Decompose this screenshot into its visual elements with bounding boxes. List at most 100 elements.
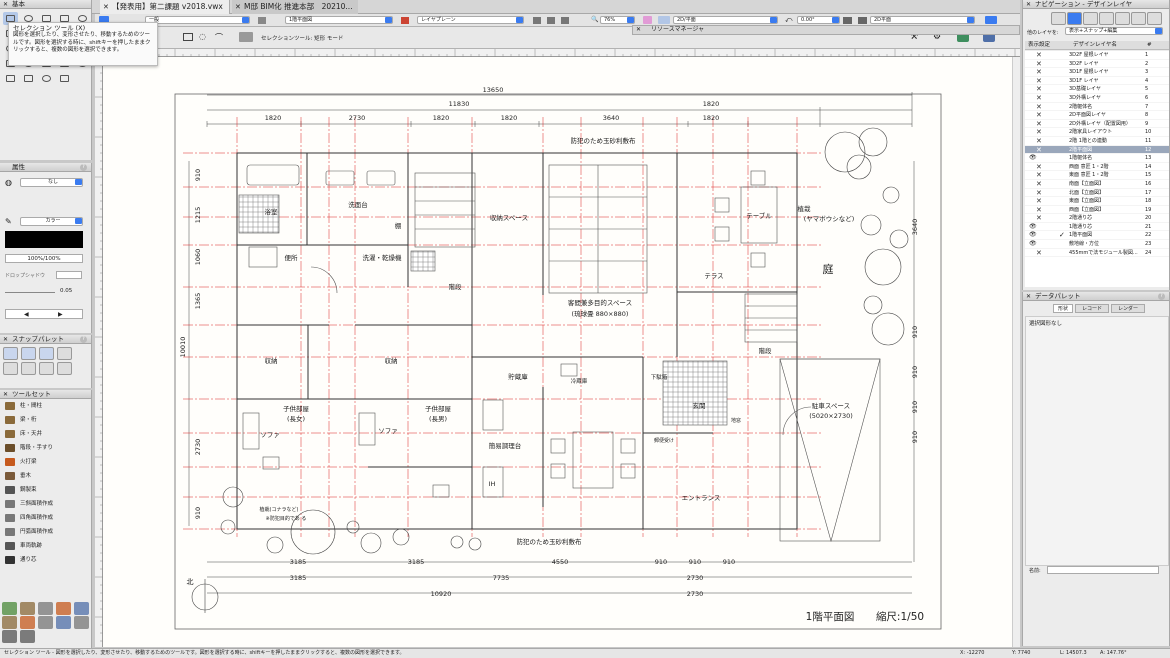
other-layers-select[interactable]: 表示+スナップ+編集	[1065, 27, 1163, 35]
tool-item[interactable]: 柱・間柱	[0, 399, 91, 413]
name-field[interactable]	[1047, 566, 1159, 574]
visible-icon[interactable]: 👁	[1029, 240, 1037, 248]
toolset-category-icon[interactable]	[20, 616, 35, 629]
tool-item[interactable]: 垂木	[0, 469, 91, 483]
offset-tool-icon[interactable]	[3, 72, 18, 85]
tool-item[interactable]: 円弧面積作成	[0, 525, 91, 539]
rotate-icon[interactable]: ⤺	[785, 16, 793, 24]
close-icon[interactable]: ✕	[1026, 293, 1032, 300]
tool-item[interactable]: 通り芯	[0, 553, 91, 567]
hidden-icon[interactable]: ✕	[1036, 119, 1042, 128]
layer-row[interactable]: ✕北面【立面図】17	[1025, 189, 1169, 198]
tab-record[interactable]: レコード	[1075, 304, 1109, 313]
pen-select[interactable]: カラー	[20, 217, 83, 226]
fit-icon[interactable]	[561, 17, 569, 24]
close-icon[interactable]: ✕	[3, 1, 9, 8]
back-icon[interactable]	[99, 16, 109, 24]
visible-icon[interactable]: 👁	[1029, 222, 1037, 230]
tool-item[interactable]: 階段・手すり	[0, 441, 91, 455]
render-select[interactable]: 2D平面	[870, 16, 975, 24]
toolset-category-icon[interactable]	[38, 602, 53, 615]
tab-shape[interactable]: 形状	[1053, 304, 1073, 313]
align-icon[interactable]: ⚒	[910, 32, 919, 42]
toolset-category-icon[interactable]	[74, 602, 89, 615]
zoom-tool-icon[interactable]	[57, 12, 72, 25]
tool-item[interactable]: 鋼製束	[0, 483, 91, 497]
navigation-mode-icon[interactable]	[1131, 12, 1146, 25]
layer-select[interactable]: 1階平面図	[285, 16, 393, 24]
snap-tangent-icon[interactable]	[39, 362, 54, 375]
hidden-icon[interactable]: ✕	[1036, 248, 1042, 257]
snap-smart-point-icon[interactable]	[3, 362, 18, 375]
tool-item[interactable]: 車両軌跡	[0, 539, 91, 553]
tab-document-inactive[interactable]: ✕ M邸 BIM化 推進本部 20210...	[232, 0, 358, 14]
flyover-tool-icon[interactable]	[39, 12, 54, 25]
pen-icon[interactable]: ✎	[5, 217, 12, 226]
tool-item[interactable]: 火打梁	[0, 455, 91, 469]
layer-icon[interactable]	[258, 17, 266, 24]
hidden-icon[interactable]: ✕	[1036, 68, 1042, 77]
snap-working-plane-icon[interactable]	[57, 362, 72, 375]
close-icon[interactable]: ✕	[636, 26, 642, 33]
navigation-mode-icon[interactable]	[1099, 12, 1114, 25]
tool-item[interactable]: 梁・桁	[0, 413, 91, 427]
selection-options-icon[interactable]	[239, 32, 253, 42]
line-weight-value[interactable]: 0.05	[60, 288, 73, 294]
hidden-icon[interactable]: ✕	[1036, 111, 1042, 120]
line-weight-slider[interactable]	[5, 292, 55, 293]
polygon-mode-icon[interactable]: ⌒	[215, 33, 223, 42]
tool-item[interactable]: 床・天井	[0, 427, 91, 441]
settings-icon[interactable]: ⚙	[933, 32, 942, 42]
hidden-icon[interactable]: ✕	[1036, 145, 1042, 154]
close-icon[interactable]: ✕	[3, 336, 9, 343]
snap-intersection-icon[interactable]	[57, 347, 72, 360]
layer-row[interactable]: ✕2D外構レイヤ（配置図用）9	[1025, 120, 1169, 129]
visible-icon[interactable]: 👁	[1029, 231, 1037, 239]
grid-icon[interactable]	[843, 17, 852, 24]
snap-options-icon[interactable]	[957, 33, 969, 42]
rotation-field[interactable]: 0.00°	[797, 16, 840, 24]
hidden-icon[interactable]: ✕	[1036, 197, 1042, 206]
pan-tool-icon[interactable]	[21, 12, 36, 25]
toolset-category-icon[interactable]	[20, 602, 35, 615]
layer-plane-select[interactable]: レイヤプレーン	[417, 16, 524, 24]
toolset-category-icon[interactable]	[38, 616, 53, 629]
drop-shadow-toggle[interactable]	[56, 271, 82, 279]
tool-item[interactable]: 三斜面積作成	[0, 497, 91, 511]
close-tab-icon[interactable]: ✕	[235, 3, 241, 11]
hidden-icon[interactable]: ✕	[1036, 214, 1042, 223]
col-visibility[interactable]: 表示設定	[1028, 42, 1051, 48]
snap-smart-edge-icon[interactable]	[21, 362, 36, 375]
col-number[interactable]: #	[1147, 42, 1152, 48]
snap-grid-icon[interactable]	[3, 347, 18, 360]
navigation-mode-icon[interactable]	[1067, 12, 1082, 25]
opacity-field[interactable]: 100%/100%	[5, 254, 83, 263]
snap-angle-icon[interactable]	[39, 347, 54, 360]
zoom-in-icon[interactable]	[533, 17, 541, 24]
selection-tool-icon[interactable]	[3, 12, 18, 25]
tab-document-active[interactable]: ✕ 【発表用】第二課題 v2018.vwx	[100, 0, 230, 14]
navigation-mode-icon[interactable]	[1115, 12, 1130, 25]
arrowhead-controls[interactable]: ◀ ▶	[5, 309, 83, 319]
layout-icon[interactable]	[858, 17, 867, 24]
toolset-category-icon[interactable]	[2, 616, 17, 629]
eyedropper-tool-icon[interactable]	[57, 72, 72, 85]
tool-item[interactable]: 四角面積作成	[0, 511, 91, 525]
fill-icon[interactable]: ◍	[5, 178, 12, 187]
view-settings-icon[interactable]	[983, 33, 995, 42]
text-tool-icon[interactable]	[75, 12, 90, 25]
navigation-mode-icon[interactable]	[1051, 12, 1066, 25]
